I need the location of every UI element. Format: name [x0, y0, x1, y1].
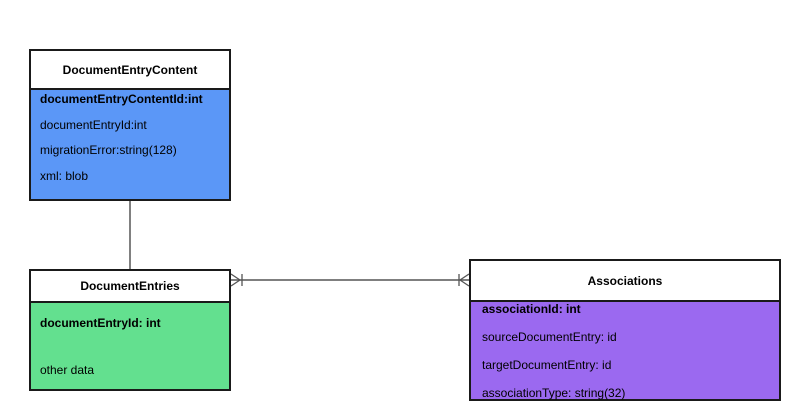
primary-key-field: associationId: int: [482, 302, 581, 316]
entity-fields: documentEntryId: int other data: [31, 303, 229, 389]
field: documentEntryId:int: [40, 118, 147, 132]
field: migrationError:string(128): [40, 143, 177, 157]
field: other data: [40, 363, 95, 377]
primary-key-field: documentEntryContentId:int: [40, 92, 203, 106]
field: targetDocumentEntry: id: [482, 358, 612, 372]
entity-fields: documentEntryContentId:int documentEntry…: [31, 90, 229, 199]
entity-document-entries[interactable]: DocumentEntries documentEntryId: int oth…: [29, 269, 231, 391]
entity-fields: associationId: int sourceDocumentEntry: …: [471, 302, 779, 400]
field: xml: blob: [40, 169, 89, 183]
entity-title: Associations: [471, 261, 779, 302]
entity-document-entry-content[interactable]: DocumentEntryContent documentEntryConten…: [29, 49, 231, 201]
entity-title: DocumentEntries: [31, 271, 229, 303]
field: sourceDocumentEntry: id: [482, 330, 617, 344]
primary-key-field: documentEntryId: int: [40, 316, 161, 330]
crows-foot-left-icon: [230, 273, 243, 287]
entity-associations[interactable]: Associations associationId: int sourceDo…: [469, 259, 781, 401]
field: associationType: string(32): [482, 386, 626, 400]
entity-title: DocumentEntryContent: [31, 51, 229, 90]
crows-foot-right-icon: [458, 273, 470, 287]
